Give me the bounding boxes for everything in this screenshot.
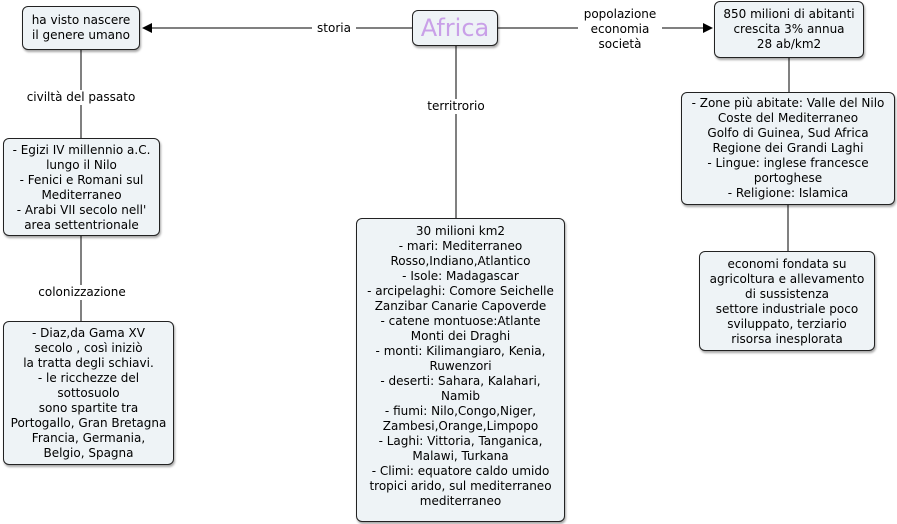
link-label-popolazione: popolazione economia società bbox=[578, 7, 662, 52]
link-label-storia: storia bbox=[312, 21, 356, 36]
concept-economy[interactable]: economi fondata su agricoltura e allevam… bbox=[699, 251, 875, 351]
concept-africa[interactable]: Africa bbox=[412, 10, 498, 46]
link-label-territorio: territrorio bbox=[420, 99, 492, 114]
concept-colonization[interactable]: - Diaz,da Gama XV secolo , così iniziò l… bbox=[3, 321, 174, 465]
link-label-civilta: civiltà del passato bbox=[22, 90, 140, 105]
concept-territory[interactable]: 30 milioni km2 - mari: Mediterraneo Ross… bbox=[356, 218, 565, 522]
concept-zones-languages-religion[interactable]: - Zone più abitate: Valle del Nilo Coste… bbox=[681, 92, 895, 205]
link-label-colonizzazione: colonizzazione bbox=[33, 285, 131, 300]
concept-population[interactable]: 850 milioni di abitanti crescita 3% annu… bbox=[714, 1, 864, 58]
concept-origins[interactable]: ha visto nascere il genere umano bbox=[22, 6, 140, 50]
concept-ancient-civilizations[interactable]: - Egizi IV millennio a.C. lungo il Nilo … bbox=[3, 138, 160, 236]
